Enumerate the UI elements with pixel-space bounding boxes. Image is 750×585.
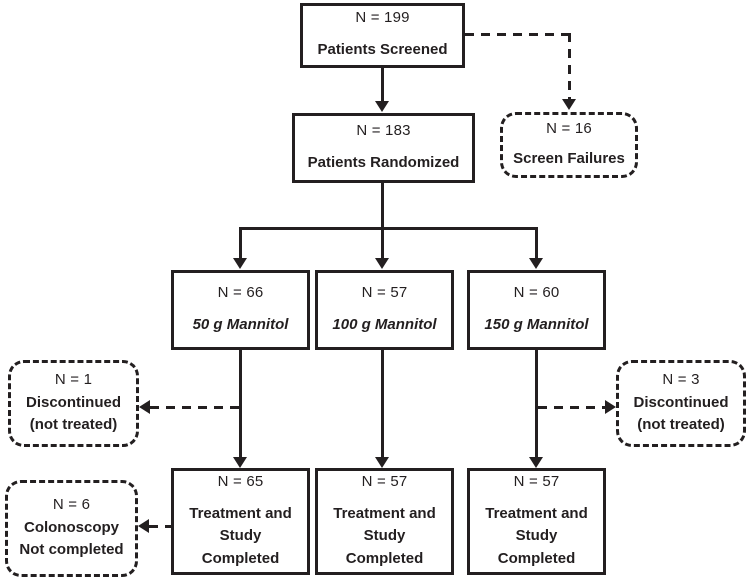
connector-screened-to-screen-failures-horizontal — [465, 33, 570, 36]
colonoscopy-label: Colonoscopy Not completed — [19, 519, 124, 558]
connector-randomized-to-branch — [381, 183, 384, 230]
node-completed-150g: N = 57 Treatment and Study Completed — [467, 468, 606, 575]
completed-100g-label: Treatment and Study Completed — [333, 504, 436, 567]
node-colonoscopy-not-completed: N = 6 Colonoscopy Not completed — [5, 480, 138, 577]
node-patients-screened: N = 199 Patients Screened — [300, 3, 465, 68]
arrowhead-arm-100g — [375, 258, 389, 269]
connector-screened-to-screen-failures-vertical — [568, 33, 571, 99]
node-arm-50g-mannitol: N = 66 50 g Mannitol — [171, 270, 310, 350]
connector-arm-100g-to-completed — [381, 350, 384, 457]
screen-failures-label: Screen Failures — [513, 150, 625, 168]
arrowhead-colonoscopy — [138, 519, 149, 533]
connector-branch-to-arm-50g — [239, 227, 242, 259]
screen-failures-count: N = 16 — [546, 120, 592, 138]
branch-horizontal-line — [239, 227, 538, 230]
node-completed-100g: N = 57 Treatment and Study Completed — [315, 468, 454, 575]
discontinued-left-count: N = 1 — [54, 371, 93, 389]
discontinued-left-label: Discontinued (not treated) — [25, 394, 121, 433]
discontinued-right-count: N = 3 — [662, 371, 700, 389]
arrowhead-arm-150g — [529, 258, 543, 269]
arrowhead-discontinued-right — [605, 400, 616, 414]
completed-50g-count: N = 65 — [217, 472, 264, 490]
node-discontinued-left: N = 1 Discontinued (not treated) — [8, 360, 139, 447]
connector-arm-50g-to-discontinued-left — [150, 406, 240, 409]
arrowhead-completed-150g — [529, 457, 543, 468]
connector-branch-to-arm-100g — [381, 227, 384, 259]
arm-150g-label: 150 g Mannitol — [484, 315, 589, 333]
arm-50g-count: N = 66 — [217, 283, 264, 301]
node-completed-50g: N = 65 Treatment and Study Completed — [171, 468, 310, 575]
connector-arm-50g-to-completed — [239, 350, 242, 457]
patients-randomized-label: Patients Randomized — [307, 153, 460, 171]
arrowhead-discontinued-left — [139, 400, 150, 414]
node-screen-failures: N = 16 Screen Failures — [500, 112, 638, 178]
arrowhead-completed-50g — [233, 457, 247, 468]
arm-150g-count: N = 60 — [513, 283, 560, 301]
arrowhead-randomized — [375, 101, 389, 112]
completed-100g-count: N = 57 — [361, 472, 408, 490]
patients-screened-label: Patients Screened — [317, 41, 448, 59]
colonoscopy-count: N = 6 — [52, 496, 91, 514]
arrowhead-screen-failures — [562, 99, 576, 110]
node-arm-100g-mannitol: N = 57 100 g Mannitol — [315, 270, 454, 350]
arm-100g-label: 100 g Mannitol — [332, 315, 437, 333]
connector-screened-to-randomized — [381, 68, 384, 102]
arrowhead-arm-50g — [233, 258, 247, 269]
node-patients-randomized: N = 183 Patients Randomized — [292, 113, 475, 183]
discontinued-right-label: Discontinued (not treated) — [633, 394, 729, 433]
completed-150g-label: Treatment and Study Completed — [485, 504, 588, 567]
arrowhead-completed-100g — [375, 457, 389, 468]
completed-50g-label: Treatment and Study Completed — [189, 504, 292, 567]
patients-screened-count: N = 199 — [355, 9, 410, 27]
arm-50g-label: 50 g Mannitol — [192, 315, 289, 333]
completed-150g-count: N = 57 — [513, 472, 560, 490]
node-arm-150g-mannitol: N = 60 150 g Mannitol — [467, 270, 606, 350]
node-discontinued-right: N = 3 Discontinued (not treated) — [616, 360, 746, 447]
arm-100g-count: N = 57 — [361, 283, 408, 301]
connector-arm-150g-to-discontinued-right — [538, 406, 605, 409]
connector-branch-to-arm-150g — [535, 227, 538, 259]
connector-completed-50g-to-colonoscopy — [149, 525, 171, 528]
patients-randomized-count: N = 183 — [356, 121, 411, 139]
connector-arm-150g-to-completed — [535, 350, 538, 457]
